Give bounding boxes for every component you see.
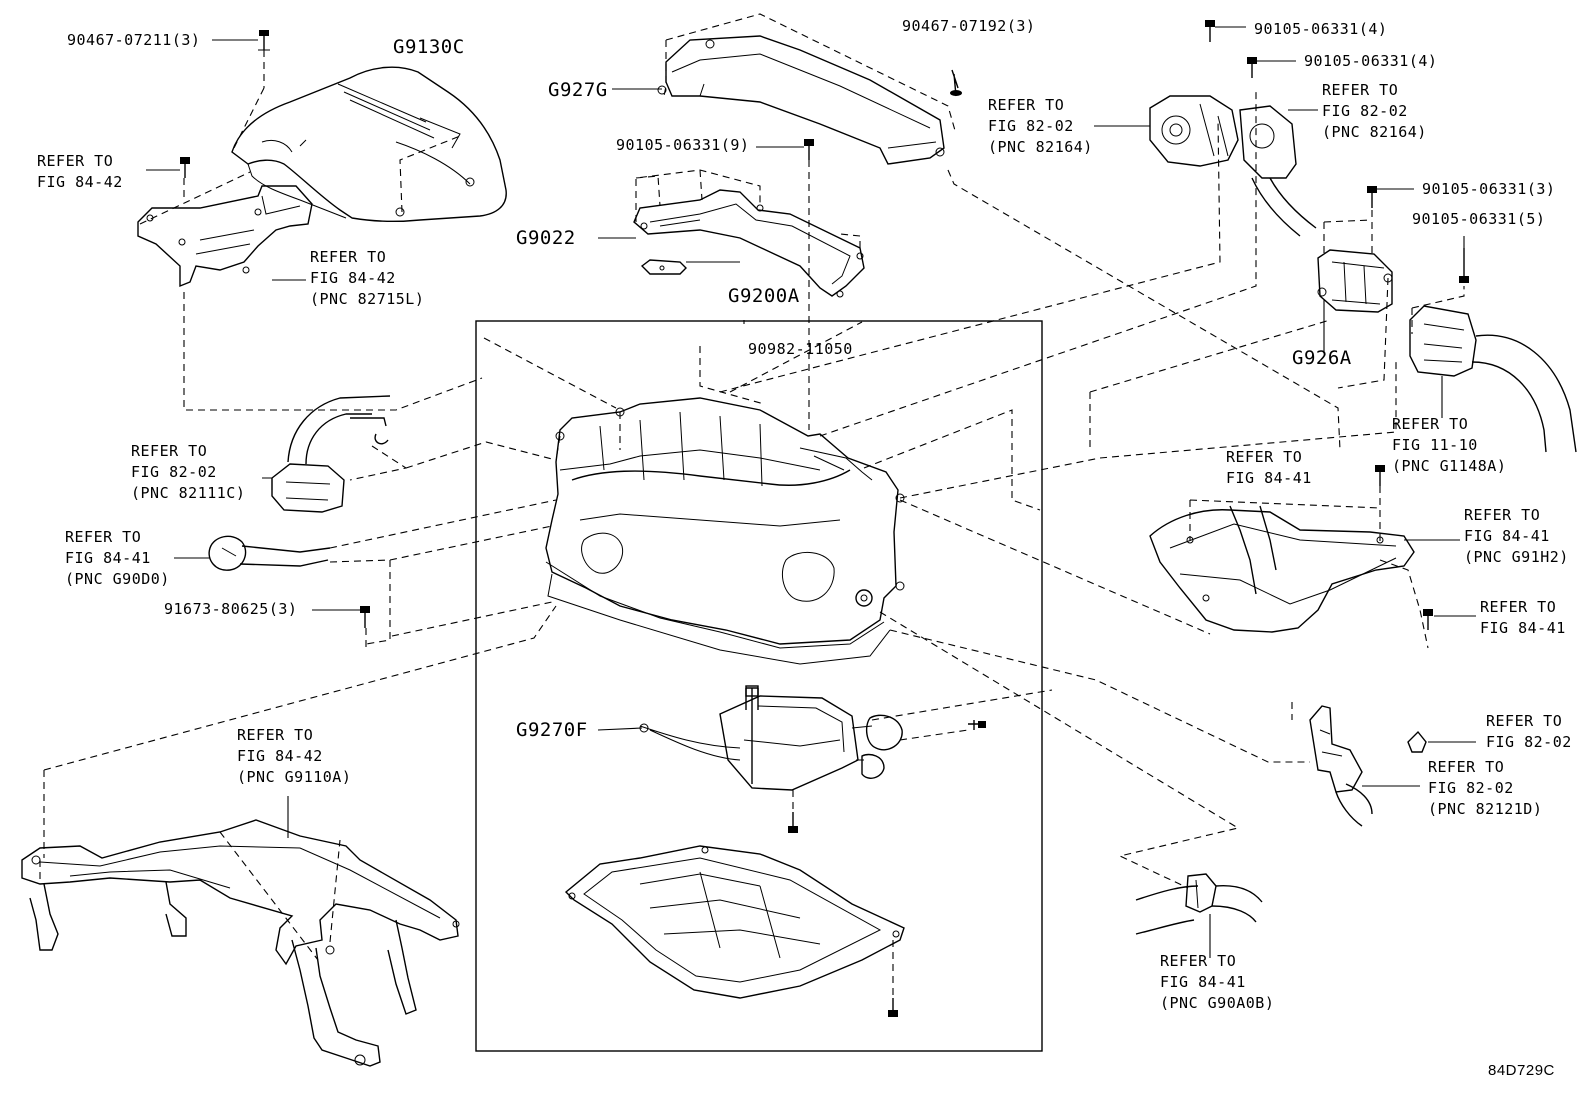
bolt-refer-84-42[interactable] (180, 157, 190, 178)
label-refer-11-10-line2: FIG 11-10 (1392, 436, 1478, 454)
inverter-body[interactable] (545, 397, 905, 665)
bolt-pan-bottom[interactable] (888, 998, 898, 1017)
label-g9022: G9022 (516, 227, 576, 249)
label-refer-84-41-m-line3: (PNC G90A0B) (1160, 994, 1274, 1012)
label-refer-84-42-a-line2: FIG 84-42 (37, 173, 123, 191)
label-refer-84-41-h-line1: REFER TO (1464, 506, 1540, 524)
label-g926a: G926A (1292, 347, 1352, 369)
label-refer-82-02-k-line1: REFER TO (1486, 712, 1562, 730)
label-refer-82-02-c-line3: (PNC 82164) (988, 138, 1093, 156)
label-91673-80625: 91673-80625(3) (164, 600, 297, 618)
clamp-g90a0b[interactable] (1135, 873, 1263, 935)
label-refer-84-42-j-line2: FIG 84-42 (237, 747, 323, 765)
clip-90467-07192[interactable] (950, 69, 962, 97)
label-g9130c: G9130C (393, 36, 465, 58)
label-refer-82-02-l-line3: (PNC 82121D) (1428, 800, 1542, 818)
connector-82164-right[interactable] (1239, 105, 1317, 237)
module-g9270f[interactable] (639, 685, 903, 791)
bolt-91673-80625[interactable] (360, 606, 370, 628)
label-refer-84-41-h-line3: (PNC G91H2) (1464, 548, 1569, 566)
label-refer-82-02-c-line1: REFER TO (988, 96, 1064, 114)
bolt-90105-06331-4a[interactable] (1205, 20, 1215, 42)
label-refer-82-02-l-line2: FIG 82-02 (1428, 779, 1514, 797)
label-refer-84-41-g-line2: FIG 84-41 (1226, 469, 1312, 487)
left-mounting-bracket[interactable] (137, 185, 313, 288)
label-refer-82-02-e-line3: (PNC 82111C) (131, 484, 245, 502)
label-90105-06331-4a: 90105-06331(4) (1254, 20, 1387, 38)
label-refer-84-42-b-line1: REFER TO (310, 248, 386, 266)
connector-82164-left[interactable] (1149, 95, 1239, 167)
label-refer-84-42-j-line3: (PNC G9110A) (237, 768, 351, 786)
connector-g1148a[interactable] (1409, 305, 1577, 453)
label-refer-84-41-f-line3: (PNC G90D0) (65, 570, 170, 588)
label-refer-11-10-line1: REFER TO (1392, 415, 1468, 433)
label-refer-11-10-line3: (PNC G1148A) (1392, 457, 1506, 475)
label-90982-11050: 90982-11050 (748, 340, 853, 358)
hose-82111c[interactable] (271, 395, 391, 513)
grommet-refer-82-02[interactable] (1407, 730, 1427, 753)
gasket-g9022[interactable] (633, 189, 865, 298)
label-refer-84-42-a-line1: REFER TO (37, 152, 113, 170)
guide-lines (39, 13, 1465, 998)
bolt-90105-06331-4b[interactable] (1247, 57, 1257, 78)
label-90105-06331-5: 90105-06331(5) (1412, 210, 1545, 228)
label-refer-84-42-b-line2: FIG 84-42 (310, 269, 396, 287)
bolt-90467-07211[interactable] (258, 30, 270, 51)
label-refer-82-02-d-line1: REFER TO (1322, 81, 1398, 99)
bolt-90105-06331-5[interactable] (1459, 248, 1469, 283)
cover-g927g[interactable] (657, 35, 945, 165)
label-g9270f: G9270F (516, 719, 588, 741)
frame-g9110a[interactable] (21, 819, 460, 1067)
label-refer-82-02-c-line2: FIG 82-02 (988, 117, 1074, 135)
label-refer-84-41-m-line1: REFER TO (1160, 952, 1236, 970)
bolt-90105-06331-9[interactable] (804, 139, 814, 160)
label-refer-82-02-e-line2: FIG 82-02 (131, 463, 217, 481)
label-90105-06331-4b: 90105-06331(4) (1304, 52, 1437, 70)
label-refer-82-02-e-line1: REFER TO (131, 442, 207, 460)
bolt-refer-84-41-top[interactable] (1375, 465, 1385, 486)
label-g9200a: G9200A (728, 285, 800, 307)
label-refer-84-41-i-line1: REFER TO (1480, 598, 1556, 616)
label-refer-84-41-f-line2: FIG 84-41 (65, 549, 151, 567)
bolt-module-right[interactable] (968, 720, 986, 730)
connector-g926a[interactable] (1317, 249, 1393, 313)
label-refer-84-41-f-line1: REFER TO (65, 528, 141, 546)
bolt-refer-84-41-right[interactable] (1423, 609, 1433, 630)
leader-lines (146, 26, 1476, 958)
engine-cover-g9130c[interactable] (231, 66, 507, 223)
inverter-assembly-frame (475, 320, 1043, 1052)
label-refer-84-41-h-line2: FIG 84-41 (1464, 527, 1550, 545)
label-refer-82-02-k-line2: FIG 82-02 (1486, 733, 1572, 751)
inverter-lower-pan[interactable] (564, 845, 905, 999)
label-90105-06331-9: 90105-06331(9) (616, 136, 749, 154)
part-90982-11050[interactable] (640, 259, 687, 275)
label-refer-82-02-d-line3: (PNC 82164) (1322, 123, 1427, 141)
label-g927g: G927G (548, 79, 608, 101)
bolt-90105-06331-3[interactable] (1367, 186, 1377, 208)
bracket-g91h2[interactable] (1149, 505, 1415, 633)
label-90467-07192: 90467-07192(3) (902, 17, 1035, 35)
label-refer-82-02-l-line1: REFER TO (1428, 758, 1504, 776)
label-90467-07211: 90467-07211(3) (67, 31, 200, 49)
hose-g90d0[interactable] (208, 535, 331, 571)
label-refer-84-42-b-line3: (PNC 82715L) (310, 290, 424, 308)
clamp-82121d[interactable] (1309, 705, 1373, 827)
label-refer-84-41-g-line1: REFER TO (1226, 448, 1302, 466)
label-90105-06331-3: 90105-06331(3) (1422, 180, 1555, 198)
diagram-code: 84D729C (1488, 1062, 1555, 1079)
bolt-module-bottom[interactable] (788, 812, 798, 833)
label-refer-82-02-d-line2: FIG 82-02 (1322, 102, 1408, 120)
label-refer-84-41-i-line2: FIG 84-41 (1480, 619, 1566, 637)
labels: 90467-07211(3) G9130C REFER TO FIG 84-42… (37, 17, 1572, 1079)
label-refer-84-41-m-line2: FIG 84-41 (1160, 973, 1246, 991)
label-refer-84-42-j-line1: REFER TO (237, 726, 313, 744)
